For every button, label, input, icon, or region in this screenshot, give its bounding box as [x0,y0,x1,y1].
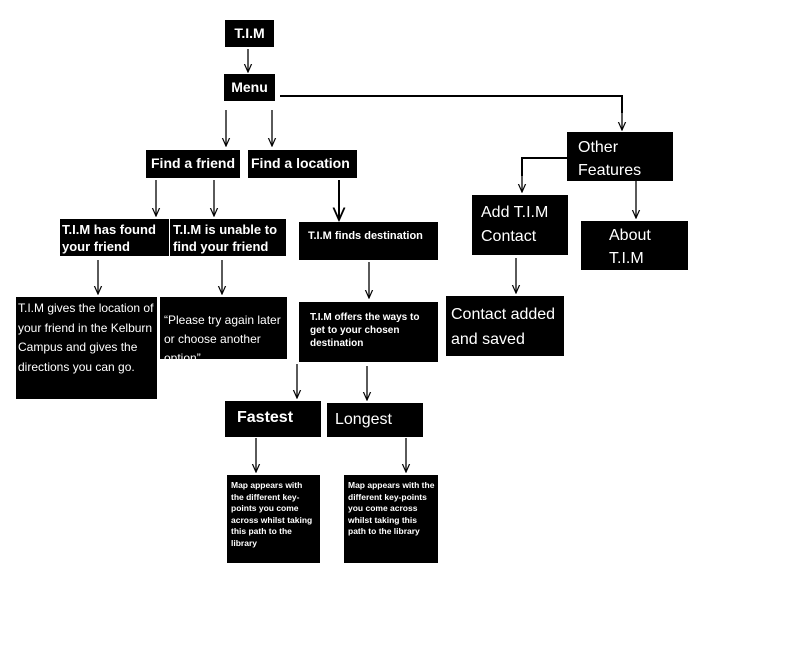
node-offers-ways: T.I.M offers the ways to get to your cho… [299,302,438,362]
node-contact-saved: Contact added and saved [446,296,564,356]
node-find-friend: Find a friend [146,150,240,178]
node-gives-location: T.I.M gives the location of your friend … [16,297,157,399]
connector-menu-to-other [280,95,623,113]
node-map-fastest: Map appears with the different key-point… [227,475,320,563]
node-friend-not-found: T.I.M is unable to find your friend [170,219,286,256]
node-try-again: “Please try again later or choose anothe… [160,297,287,359]
node-longest: Longest [327,403,423,437]
node-add-contact: Add T.I.M Contact [472,195,568,255]
node-menu: Menu [224,74,275,101]
connector-other-to-add-contact [521,157,567,176]
node-other-features: Other Features [567,132,673,181]
node-about: About T.I.M [581,221,688,270]
node-find-location: Find a location [248,150,357,178]
node-finds-destination: T.I.M finds destination [299,222,438,260]
node-fastest: Fastest [225,401,321,437]
node-map-longest: Map appears with the different key-point… [344,475,438,563]
node-friend-found: T.I.M has found your friend [60,219,169,256]
node-tim: T.I.M [225,20,274,47]
